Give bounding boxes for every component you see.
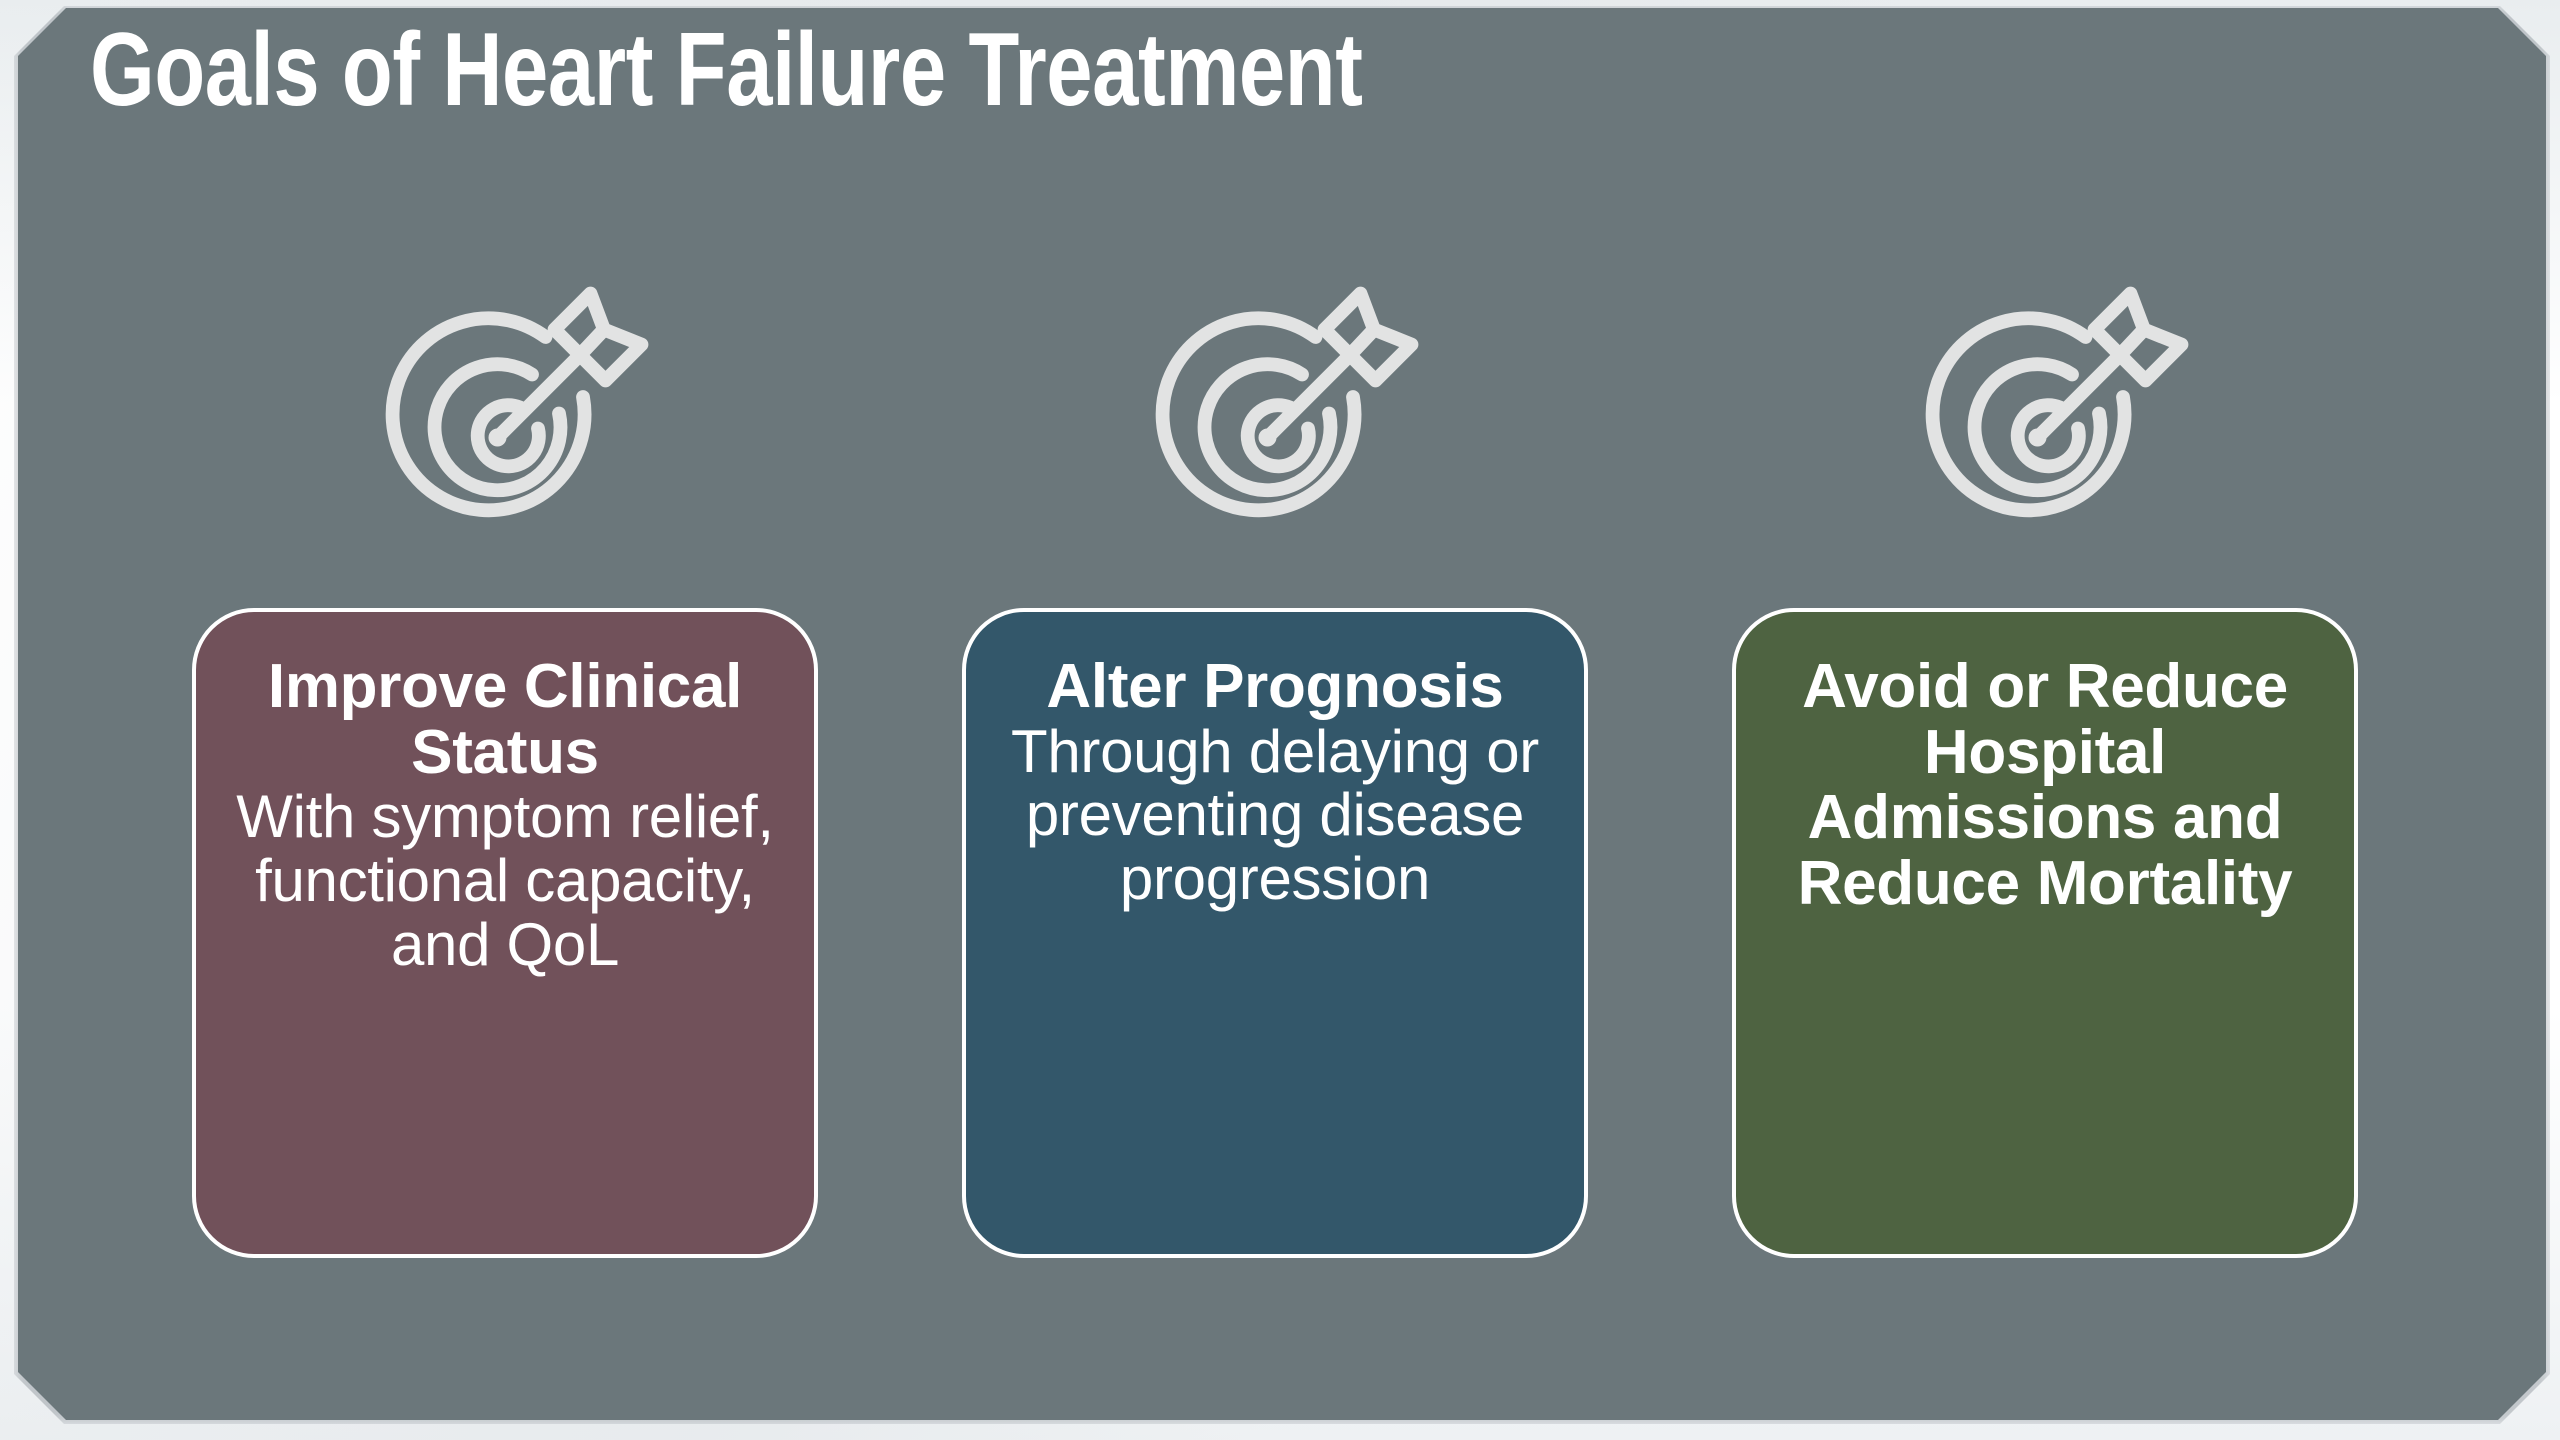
goal-card-body: Through delaying or preventing disease p…	[1011, 717, 1539, 912]
page-title: Goals of Heart Failure Treatment	[90, 12, 1363, 128]
goal-card-alter-prognosis[interactable]: Alter Prognosis Through delaying or prev…	[962, 608, 1588, 1258]
target-arrow-icon	[1895, 268, 2195, 568]
target-arrow-icon	[1125, 268, 1425, 568]
goal-card-improve-clinical-status[interactable]: Improve Clinical Status With symptom rel…	[192, 608, 818, 1258]
goal-cards-row: Improve Clinical Status With symptom rel…	[0, 608, 2560, 1262]
icon-row	[0, 268, 2560, 578]
goal-card-body: With symptom relief, functional capacity…	[236, 783, 774, 978]
goal-card-avoid-reduce-admissions[interactable]: Avoid or Reduce Hospital Admissions and …	[1732, 608, 2358, 1258]
target-arrow-icon	[355, 268, 655, 568]
goal-card-heading: Alter Prognosis	[1046, 652, 1504, 721]
goal-card-heading: Improve Clinical Status	[267, 652, 743, 787]
goal-card-heading: Avoid or Reduce Hospital Admissions and …	[1797, 652, 2293, 919]
